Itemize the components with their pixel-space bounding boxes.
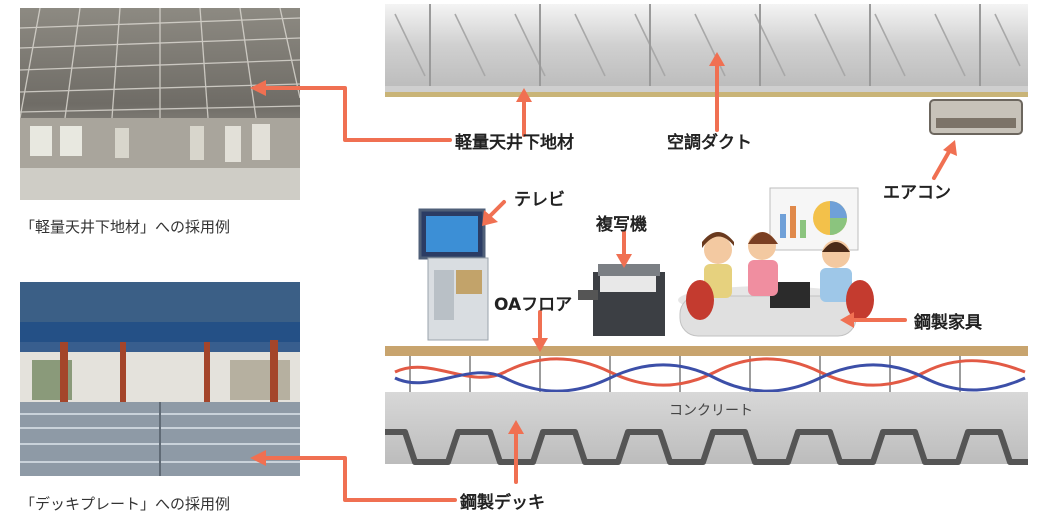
label-oa-floor: OAフロア (494, 295, 573, 315)
label-steel-deck: 鋼製デッキ (460, 493, 545, 513)
wall-chart-board (769, 187, 859, 251)
steel-deck-photo (20, 282, 300, 476)
tv-set (418, 208, 489, 341)
label-concrete: コンクリート (669, 403, 753, 419)
ceiling-frame-photo (20, 8, 300, 200)
air-duct-shape (385, 4, 1028, 97)
label-air-duct: 空調ダクト (667, 133, 752, 153)
oa-floor-structure (385, 346, 1028, 393)
label-copier: 複写機 (596, 215, 647, 235)
steel-deck-caption: 「デッキプレート」への採用例 (20, 495, 231, 513)
label-ceiling-frame: 軽量天井下地材 (455, 133, 574, 153)
concrete-slab (385, 392, 1028, 465)
air-conditioner-unit (929, 99, 1023, 135)
meeting-people (678, 232, 874, 337)
label-tv: テレビ (514, 190, 565, 210)
callout-arrows (260, 60, 952, 502)
arrow-heads (250, 52, 957, 466)
ceiling-frame-caption: 「軽量天井下地材」への採用例 (20, 218, 231, 236)
copier-machine (578, 264, 665, 336)
label-air-conditioner: エアコン (883, 183, 951, 203)
label-steel-furniture: 鋼製家具 (914, 313, 982, 333)
